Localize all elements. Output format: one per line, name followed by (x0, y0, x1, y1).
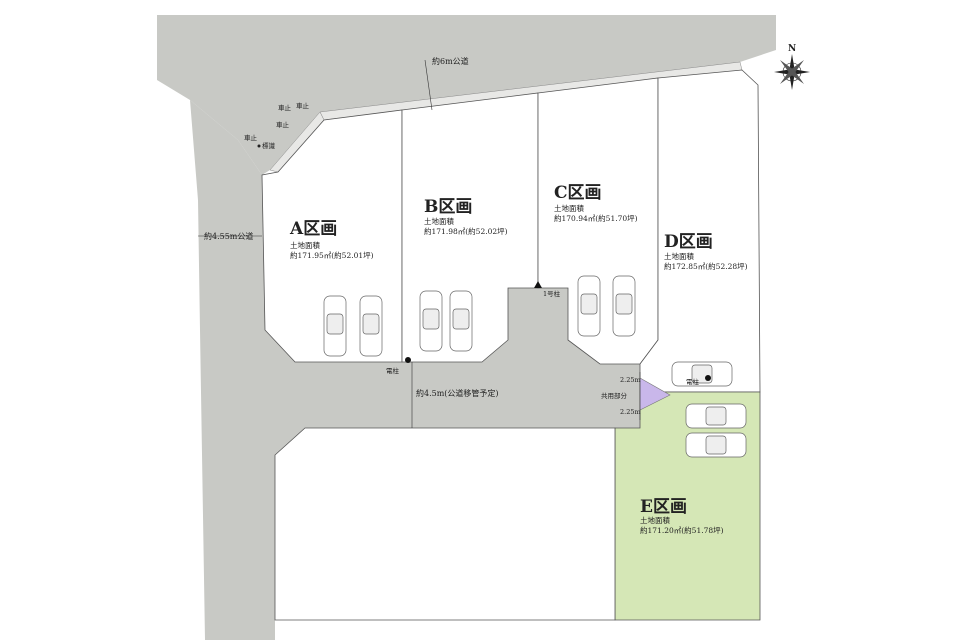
utility-pole-label-1: 電柱 (386, 366, 400, 375)
sign-dot (257, 144, 261, 148)
lot-b-title: B区画 (424, 197, 472, 217)
north-road (157, 15, 776, 175)
road-area (157, 15, 776, 640)
marker-1-triangle (534, 281, 542, 288)
lot-d (639, 69, 761, 393)
car-c1 (577, 275, 601, 337)
car-a1 (323, 295, 347, 357)
car-c2 (612, 275, 636, 337)
dimension-lines (198, 59, 641, 428)
car-d1 (671, 361, 733, 387)
lot-b-area: 約171.98㎡(約52.02坪) (424, 226, 508, 236)
lot-a-area-label: 土地面積 (290, 240, 320, 250)
car-b1 (419, 290, 443, 352)
lot-c-title: C区画 (554, 183, 602, 203)
marker-1-label: 1号柱 (543, 289, 561, 298)
sign-label-3: 車止 (276, 120, 290, 129)
center-road-label: 約4.5m(公道移管予定) (416, 388, 499, 398)
north-road-label: 約6m公道 (432, 56, 469, 66)
car-a2 (359, 295, 383, 357)
car-b2 (449, 290, 473, 352)
lot-a-area: 約171.95㎡(約52.01坪) (290, 250, 374, 260)
lot-c-area-label: 土地面積 (554, 203, 584, 213)
sign-label-2: 車止 (296, 101, 310, 110)
lot-b-area-label: 土地面積 (424, 216, 454, 226)
lot-a-title: A区画 (289, 219, 337, 239)
lot-d-area-label: 土地面積 (664, 251, 694, 261)
car-e2 (685, 432, 747, 458)
lot-d-area: 約172.85㎡(約52.28坪) (664, 261, 748, 271)
compass-label: N (788, 44, 796, 54)
lot-e-area-label: 土地面積 (640, 515, 670, 525)
sign-label-4: 車止 (244, 133, 258, 142)
lot-e-title: E区画 (640, 497, 687, 517)
lot-d-title: D区画 (664, 232, 713, 252)
cars (323, 275, 747, 458)
dim-bottom-label: 2.25m (620, 408, 641, 416)
sign-label-1: 車止 (278, 103, 292, 112)
shared-part-label: 共用部分 (601, 391, 628, 400)
north-road-dim-line (424, 59, 433, 111)
sign-label-5: 標識 (262, 141, 276, 150)
west-road-label: 約4.55m公道 (204, 231, 253, 241)
car-e1 (685, 403, 747, 429)
utility-pole-dot-1 (405, 357, 411, 363)
utility-pole-dot-2 (705, 375, 711, 381)
compass-icon: N (774, 44, 810, 90)
west-road (190, 100, 640, 640)
dim-top-label: 2.25m (620, 376, 641, 384)
lot-e-area: 約171.20㎡(約51.78坪) (640, 525, 724, 535)
southern-lot (274, 427, 616, 621)
utility-pole-label-2: 電柱 (686, 377, 700, 386)
lot-c-area: 約170.94㎡(約51.70坪) (554, 213, 638, 223)
